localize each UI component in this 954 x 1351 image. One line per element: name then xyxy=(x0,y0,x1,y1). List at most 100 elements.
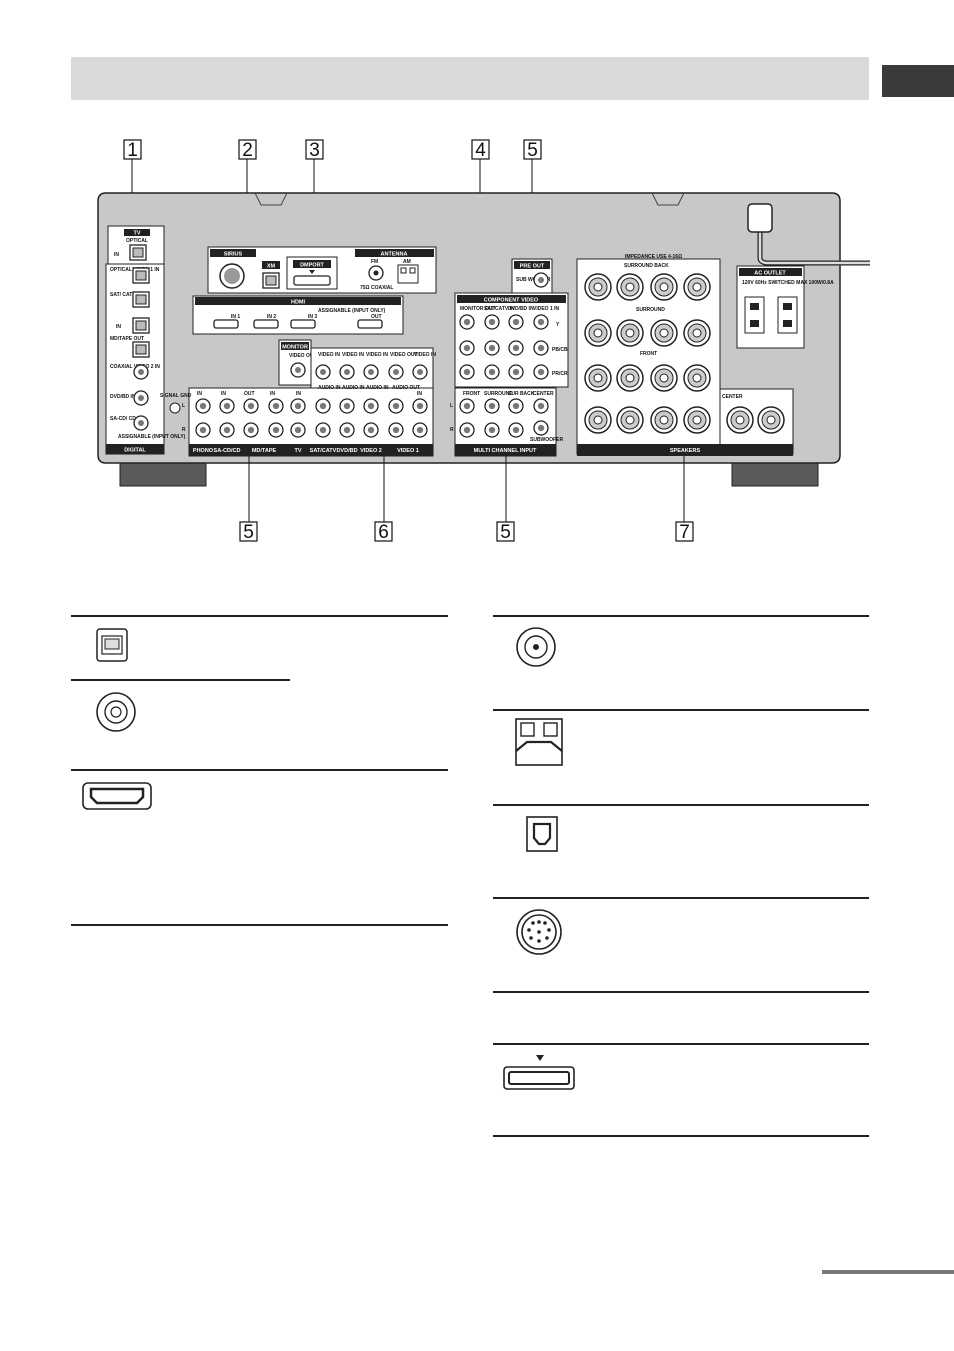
svg-text:PB/CB: PB/CB xyxy=(552,347,568,353)
svg-text:4: 4 xyxy=(475,140,486,161)
multi-channel-input-section: L R FRONT SURROUND SUR BACK CENTER SUBWO… xyxy=(450,387,563,457)
callout-top-2: 2 xyxy=(238,139,257,248)
speaker-terminal xyxy=(683,273,711,301)
digital-section: TV OPTICAL IN OPTICAL VIDEO 1 IN SAT/ CA… xyxy=(105,225,186,455)
rear-panel-diagram: 1 2 3 4 5 TV OPTICAL IN OPTICAL xyxy=(97,139,870,543)
svg-text:OUT: OUT xyxy=(371,314,382,320)
svg-text:ANTENNA: ANTENNA xyxy=(381,252,408,258)
speaker-terminal xyxy=(726,406,754,434)
svg-text:DVD/BD IN: DVD/BD IN xyxy=(508,306,534,312)
callout-bottom-5b: 5 xyxy=(496,456,515,543)
audio-jack xyxy=(290,398,306,414)
svg-text:IN: IN xyxy=(221,391,226,397)
multichannel-jack xyxy=(533,420,549,436)
svg-text:TV: TV xyxy=(133,231,140,237)
audio-jack xyxy=(195,398,211,414)
svg-text:SUR BACK: SUR BACK xyxy=(508,391,535,397)
speaker-terminal xyxy=(650,406,678,434)
svg-text:VIDEO OUT: VIDEO OUT xyxy=(390,352,418,358)
svg-text:VIDEO 2: VIDEO 2 xyxy=(360,448,382,454)
component-jack xyxy=(459,314,475,330)
audio-jack xyxy=(268,398,284,414)
speaker-terminal xyxy=(616,406,644,434)
svg-text:PRE OUT: PRE OUT xyxy=(520,264,545,270)
svg-text:SAT/CATV IN: SAT/CATV IN xyxy=(484,306,515,312)
svg-text:CENTER: CENTER xyxy=(533,391,554,397)
am-terminal-icon xyxy=(515,718,563,771)
continued-rule xyxy=(822,1270,954,1274)
svg-text:SAT/ CATV IN: SAT/ CATV IN xyxy=(110,292,142,298)
svg-text:Y: Y xyxy=(556,322,560,328)
svg-text:HDMI: HDMI xyxy=(291,300,306,306)
svg-text:VIDEO IN: VIDEO IN xyxy=(342,352,364,358)
svg-text:OUT: OUT xyxy=(244,391,255,397)
svg-text:CENTER: CENTER xyxy=(722,394,743,400)
legend-left-rule-1 xyxy=(71,679,290,681)
dmport-icon xyxy=(502,1053,578,1098)
svg-text:AC OUTLET: AC OUTLET xyxy=(754,271,786,277)
svg-text:AUDIO IN: AUDIO IN xyxy=(342,385,365,391)
component-jack xyxy=(484,314,500,330)
multichannel-jack xyxy=(484,422,500,438)
legend-right-rule-2 xyxy=(493,804,869,806)
audio-jack xyxy=(219,422,235,438)
speaker-terminal xyxy=(584,273,612,301)
svg-text:AM: AM xyxy=(403,259,411,265)
svg-text:MONITOR: MONITOR xyxy=(282,345,308,351)
audio-jack xyxy=(315,422,331,438)
svg-text:TV: TV xyxy=(294,448,301,454)
component-jack xyxy=(459,340,475,356)
svg-text:COAXIAL VIDEO 2 IN: COAXIAL VIDEO 2 IN xyxy=(110,364,160,370)
svg-text:SAT/CATV: SAT/CATV xyxy=(310,448,337,454)
component-jack xyxy=(459,364,475,380)
multichannel-jack xyxy=(533,398,549,414)
svg-text:DVD/BD: DVD/BD xyxy=(336,448,357,454)
s-video-mini-din-icon xyxy=(515,908,563,961)
svg-text:FRONT: FRONT xyxy=(640,351,657,357)
multichannel-jack xyxy=(459,398,475,414)
svg-text:3: 3 xyxy=(309,140,320,161)
svg-text:SURROUND: SURROUND xyxy=(484,391,513,397)
svg-text:XM: XM xyxy=(267,264,276,270)
svg-text:SUBWOOFER: SUBWOOFER xyxy=(530,437,563,443)
svg-text:ASSIGNABLE (INPUT ONLY): ASSIGNABLE (INPUT ONLY) xyxy=(318,308,386,314)
svg-text:1: 1 xyxy=(127,140,138,161)
audio-jack xyxy=(243,398,259,414)
speakers-section: IMPEDANCE USE 4-16Ω SURROUND BACK SURROU… xyxy=(576,254,794,456)
audio-jack xyxy=(339,398,355,414)
svg-text:DIGITAL: DIGITAL xyxy=(124,448,146,454)
svg-text:ASSIGNABLE (INPUT ONLY): ASSIGNABLE (INPUT ONLY) xyxy=(118,434,186,440)
callout-bottom-6: 6 xyxy=(374,456,393,543)
component-jack xyxy=(484,340,500,356)
svg-text:MULTI CHANNEL INPUT: MULTI CHANNEL INPUT xyxy=(474,448,537,454)
svg-text:6: 6 xyxy=(378,522,389,543)
svg-text:VIDEO IN: VIDEO IN xyxy=(366,352,388,358)
speaker-terminal xyxy=(584,319,612,347)
speaker-terminal xyxy=(650,319,678,347)
audio-jack xyxy=(363,398,379,414)
svg-text:DMPORT: DMPORT xyxy=(300,263,324,269)
ac-outlet-section: AC OUTLET 120V 60Hz SWITCHED MAX 100W/0.… xyxy=(736,265,834,349)
svg-text:AUDIO IN: AUDIO IN xyxy=(366,385,389,391)
svg-text:VIDEO OUT: VIDEO OUT xyxy=(289,353,317,359)
component-jack xyxy=(533,340,549,356)
audio-jack xyxy=(388,422,404,438)
svg-text:AUDIO IN: AUDIO IN xyxy=(318,385,341,391)
svg-text:DVD/BD IN: DVD/BD IN xyxy=(110,394,136,400)
audio-jack xyxy=(412,398,428,414)
speaker-terminal xyxy=(616,364,644,392)
svg-text:SPEAKERS: SPEAKERS xyxy=(670,448,701,454)
svg-text:OPTICAL: OPTICAL xyxy=(126,238,148,244)
multichannel-jack xyxy=(508,398,524,414)
svg-text:VIDEO IN: VIDEO IN xyxy=(414,352,436,358)
svg-text:IN 2: IN 2 xyxy=(267,314,276,320)
component-jack xyxy=(508,314,524,330)
audio-jack xyxy=(315,398,331,414)
pre-out-section: PRE OUT SUB WOOFER xyxy=(511,258,553,294)
svg-text:SIRIUS: SIRIUS xyxy=(224,252,243,258)
svg-text:SA-CD/ CD IN: SA-CD/ CD IN xyxy=(110,416,143,422)
callout-bottom-5a: 5 xyxy=(239,456,258,543)
legend-right-rule-bottom xyxy=(493,1135,869,1137)
speaker-terminal xyxy=(683,364,711,392)
svg-text:5: 5 xyxy=(500,522,511,543)
